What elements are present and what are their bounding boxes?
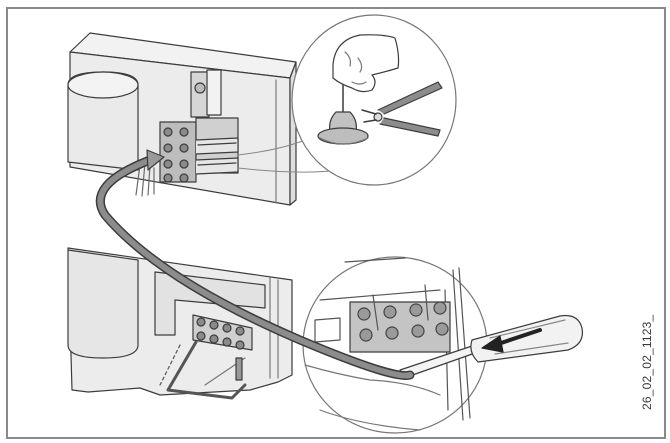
transfer-arrow <box>95 149 415 381</box>
direction-arrow-icon <box>481 328 542 353</box>
upper-terminal-block <box>135 69 239 197</box>
screwdriver <box>399 314 584 379</box>
lower-terminal-block <box>159 314 253 400</box>
detail-circle-screwdriver <box>302 256 488 434</box>
detail-circle-cut <box>291 14 457 186</box>
figure-code: 26_02_02_1123_ <box>640 314 654 410</box>
